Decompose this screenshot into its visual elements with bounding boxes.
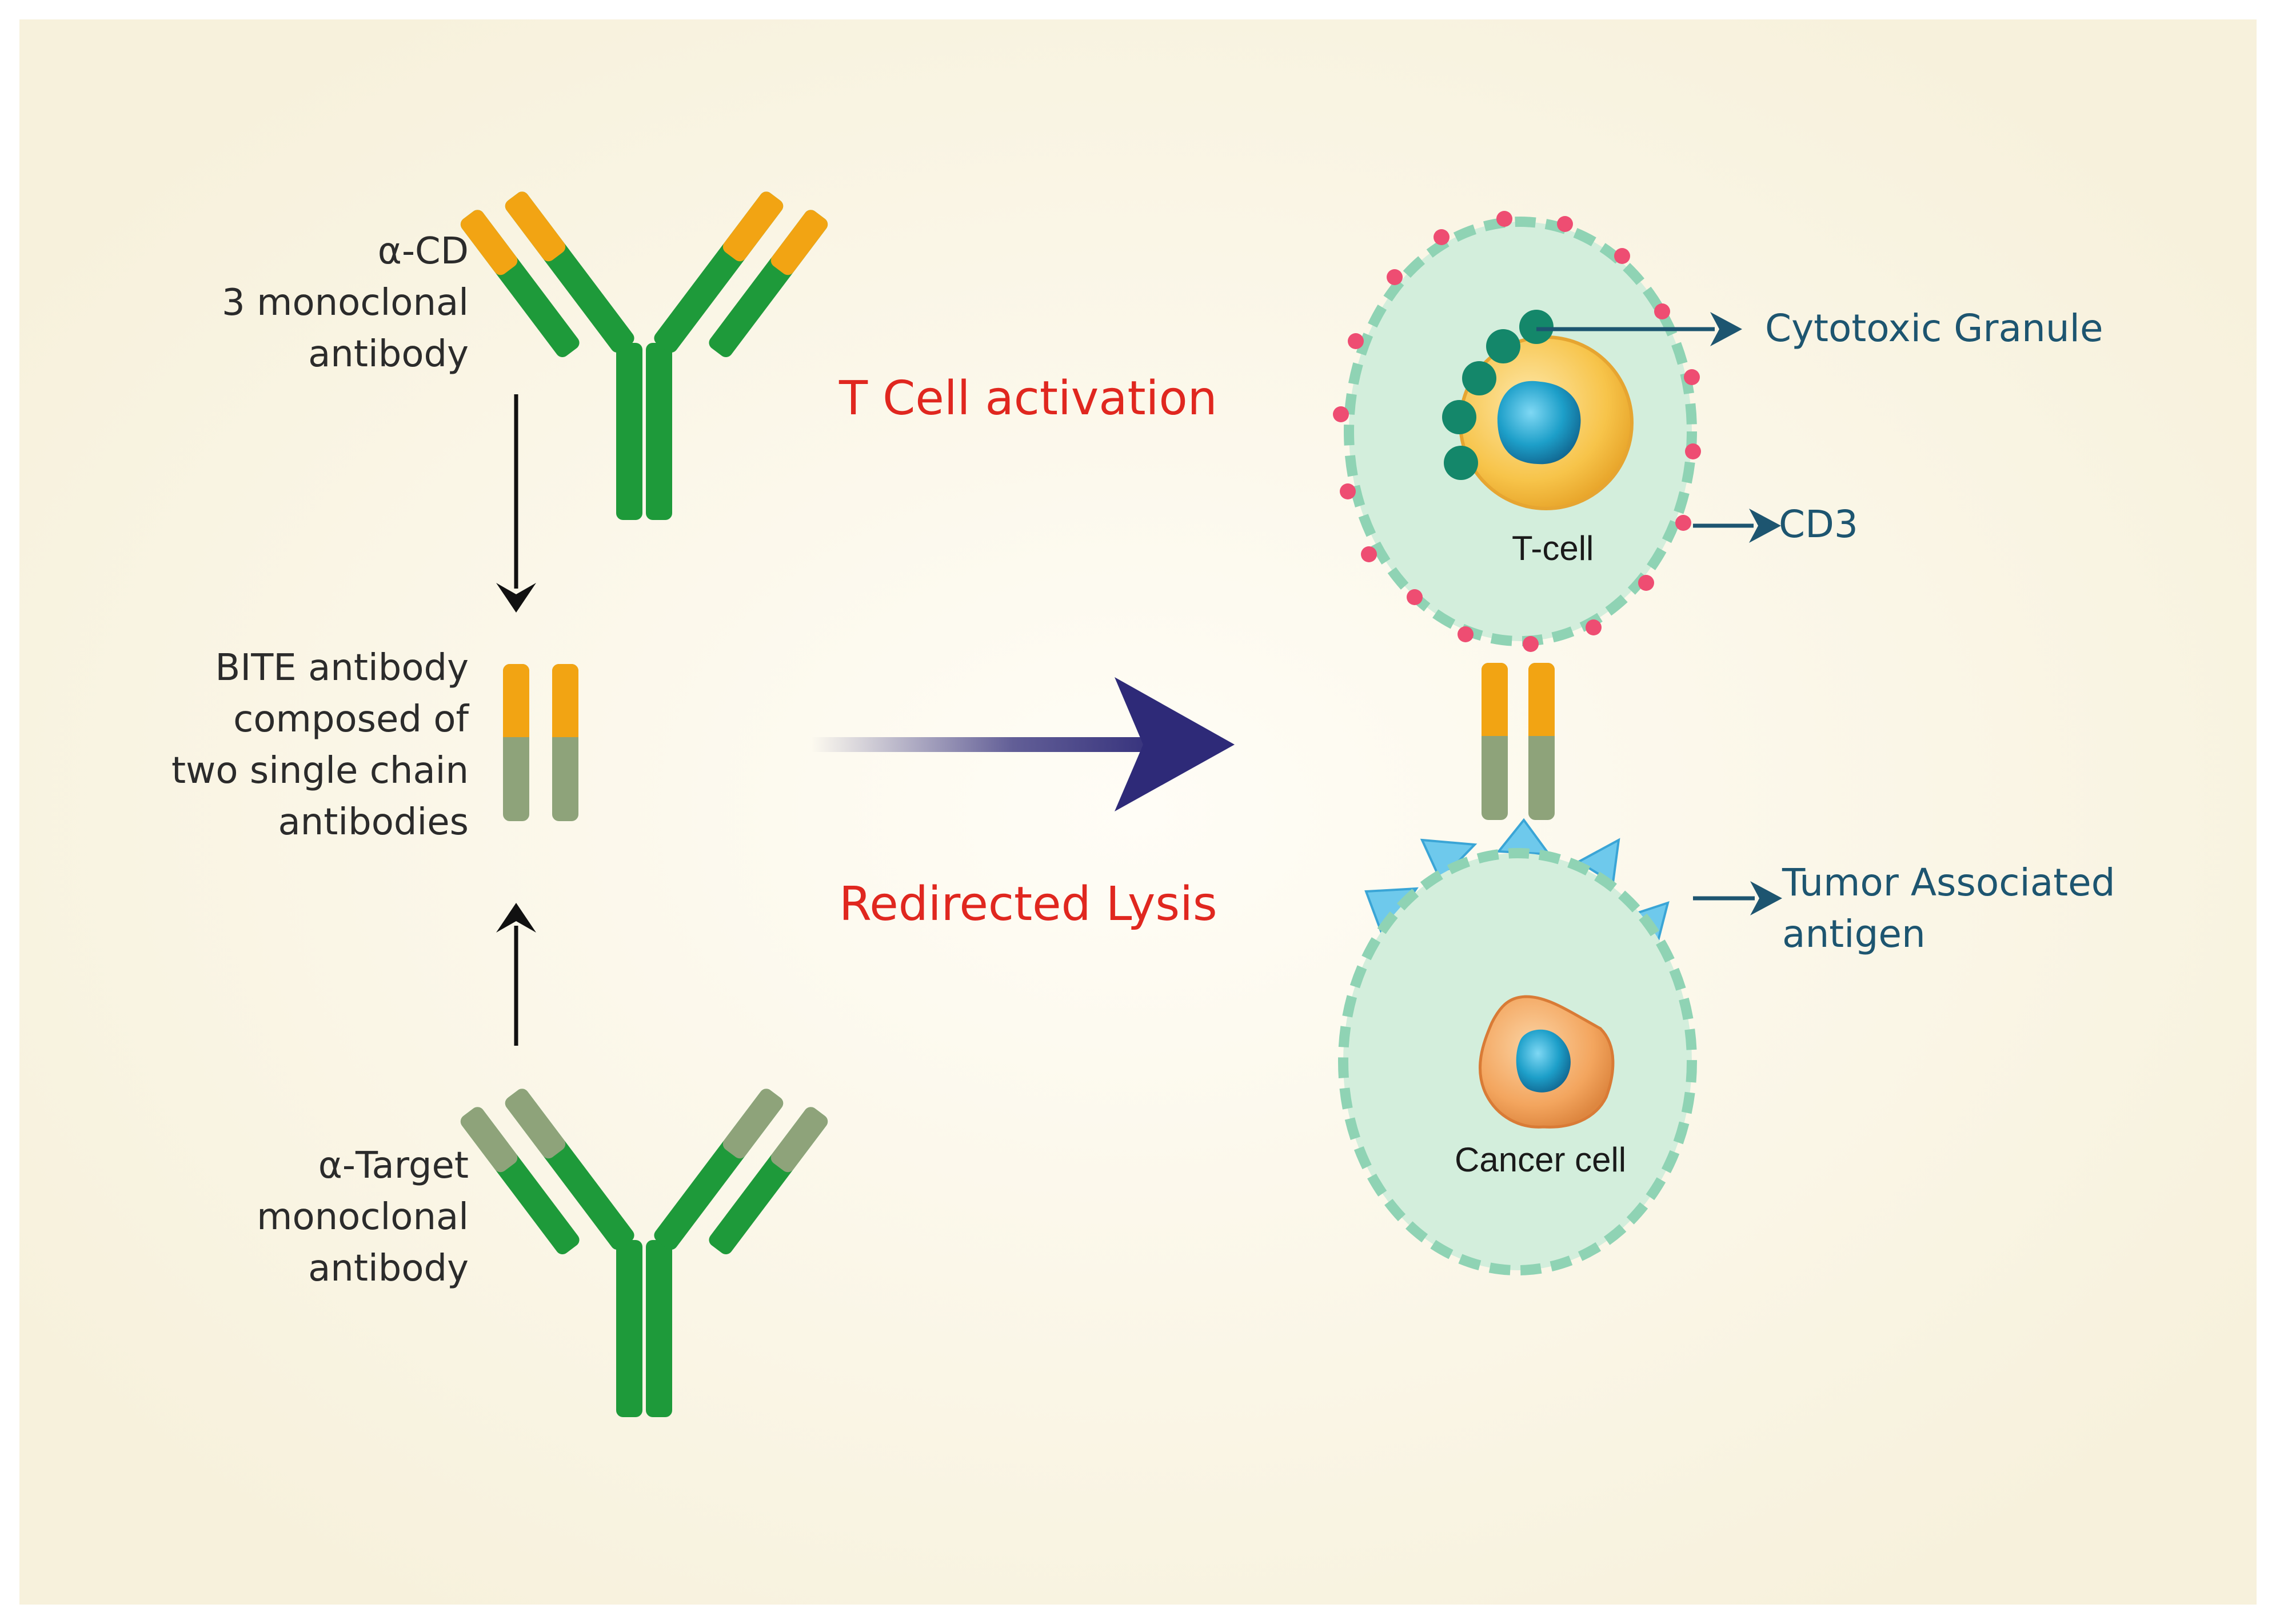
t-cell-activation-label: T Cell activation [839,371,1217,426]
bite-label-line: BITE antibody [215,647,469,689]
pointer-arrow-heads [1710,312,1782,915]
cancer-cell-label: Cancer cell [1455,1141,1627,1179]
cancer-cell [1338,818,1697,1275]
granule [1444,446,1478,480]
anti-cd3-antibody [460,191,828,520]
cancer-nucleus [1516,1029,1571,1093]
big-arrow [812,677,1235,811]
anti-cd3-label-line: 3 monoclonal [222,282,469,324]
bite-label: BITE antibody composed of two single cha… [171,642,469,848]
anti-target-label: α-Target monoclonal antibody [257,1140,469,1294]
anti-target-label-line: α-Target [318,1145,469,1187]
cd3-receptors [1333,211,1701,652]
down-arrow-head [496,583,536,613]
tumor-antigen-label-line: antigen [1782,912,1926,956]
bite-bridge [1482,663,1555,820]
anti-cd3-label-line: α-CD [377,230,469,273]
granule [1442,400,1476,434]
redirected-lysis-label: Redirected Lysis [839,877,1217,931]
granule [1462,361,1496,395]
cd3-label: CD3 [1779,502,1858,546]
anti-cd3-label: α-CD 3 monoclonal antibody [222,226,469,380]
t-cell-nucleus [1497,381,1581,465]
tumor-antigen-label-line: Tumor Associated [1782,861,2115,905]
bite-label-line: antibodies [278,801,469,843]
cytotoxic-granule-label: Cytotoxic Granule [1765,306,2103,350]
granule [1519,310,1554,344]
granule [1486,329,1520,363]
bite-label-line: two single chain [171,750,469,792]
anti-cd3-label-line: antibody [308,333,469,375]
anti-target-antibody [460,1089,828,1417]
pointer-arrows [1536,327,1755,901]
bite-antibody [503,664,578,821]
t-cell [1333,211,1701,652]
anti-target-label-line: monoclonal [257,1196,469,1238]
background-panel [19,19,2257,1605]
t-cell-label: T-cell [1512,529,1594,567]
bite-label-line: composed of [233,698,469,741]
anti-target-label-line: antibody [308,1247,469,1290]
tumor-antigen-label: Tumor Associated antigen [1782,857,2115,960]
up-arrow-head [496,903,536,933]
